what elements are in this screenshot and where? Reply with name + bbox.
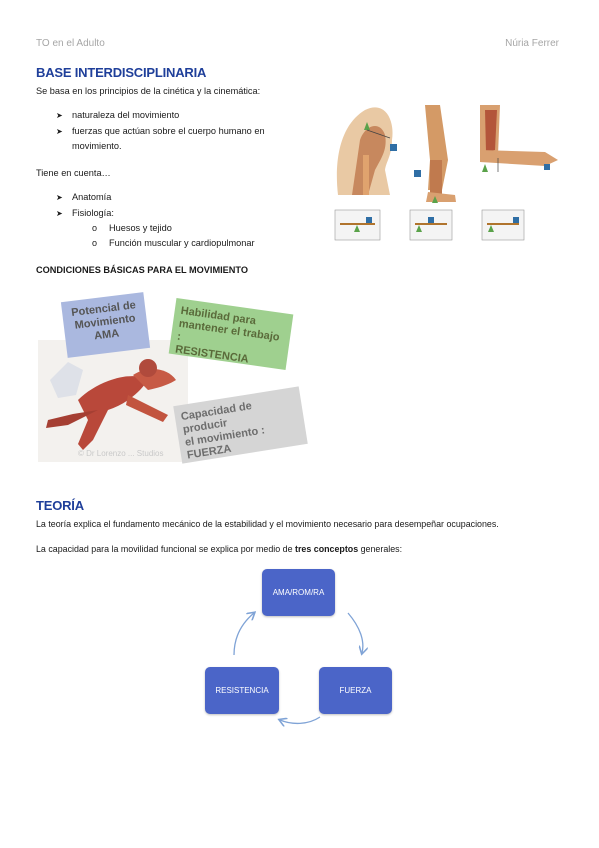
circle-bullet-icon: o <box>92 238 98 248</box>
arrow-ama-to-fuerza <box>347 612 363 653</box>
arrow-fuerza-to-resistencia <box>280 716 321 723</box>
arrow-bullet-icon: ➤ <box>56 111 63 120</box>
bullet-item: ➤ fuerzas que actúan sobre el cuerpo hum… <box>56 126 265 136</box>
arrow-bullet-icon: ➤ <box>56 209 63 218</box>
arrow-bullet-icon: ➤ <box>56 193 63 202</box>
takes-into-account-text: Tiene en cuenta… <box>36 168 111 178</box>
arm-figure <box>480 105 558 172</box>
section-title-teoria: TEORÍA <box>36 498 84 513</box>
leg-figure <box>414 105 456 203</box>
subitem: o Huesos y tejido <box>92 223 172 233</box>
node-resistencia: RESISTENCIA <box>205 667 279 714</box>
cycle-diagram-arrows <box>233 565 410 735</box>
arrow-bullet-icon: ➤ <box>56 127 63 136</box>
node-ama-rom-ra: AMA/ROM/RA <box>262 569 335 616</box>
runner-anatomy-image: © Dr Lorenzo ... Studios <box>38 340 188 462</box>
card-potencial-movimiento: Potencial de Movimiento AMA <box>60 292 151 358</box>
node-fuerza: FUERZA <box>319 667 392 714</box>
bullet-item-continuation: movimiento. <box>72 141 122 151</box>
head-neck-figure <box>336 107 397 195</box>
bullet-item: ➤ naturaleza del movimiento <box>56 110 180 120</box>
teoria-line1: La teoría explica el fundamento mecánico… <box>36 519 499 529</box>
anatomy-lever-illustration <box>334 105 558 241</box>
subitem: o Función muscular y cardiopulmonar <box>92 238 255 248</box>
lever-diagram-boxes <box>334 209 525 241</box>
section-title-base: BASE INTERDISCIPLINARIA <box>36 65 207 80</box>
teoria-line2: La capacidad para la movilidad funcional… <box>36 544 403 554</box>
card-fuerza: Capacidad de producir el movimiento : FU… <box>173 386 308 464</box>
conditions-title: CONDICIONES BÁSICAS PARA EL MOVIMIENTO <box>36 265 249 275</box>
item-fisiologia: ➤ Fisiología: <box>56 208 114 218</box>
image-watermark: © Dr Lorenzo ... Studios <box>78 449 164 458</box>
intro-text: Se basa en los principios de la cinética… <box>36 86 261 96</box>
header-right: Núria Ferrer <box>505 38 559 49</box>
arrow-resistencia-to-ama <box>233 613 254 656</box>
item-anatomia: ➤ Anatomía <box>56 192 112 202</box>
header-left: TO en el Adulto <box>36 38 105 49</box>
circle-bullet-icon: o <box>92 223 98 233</box>
